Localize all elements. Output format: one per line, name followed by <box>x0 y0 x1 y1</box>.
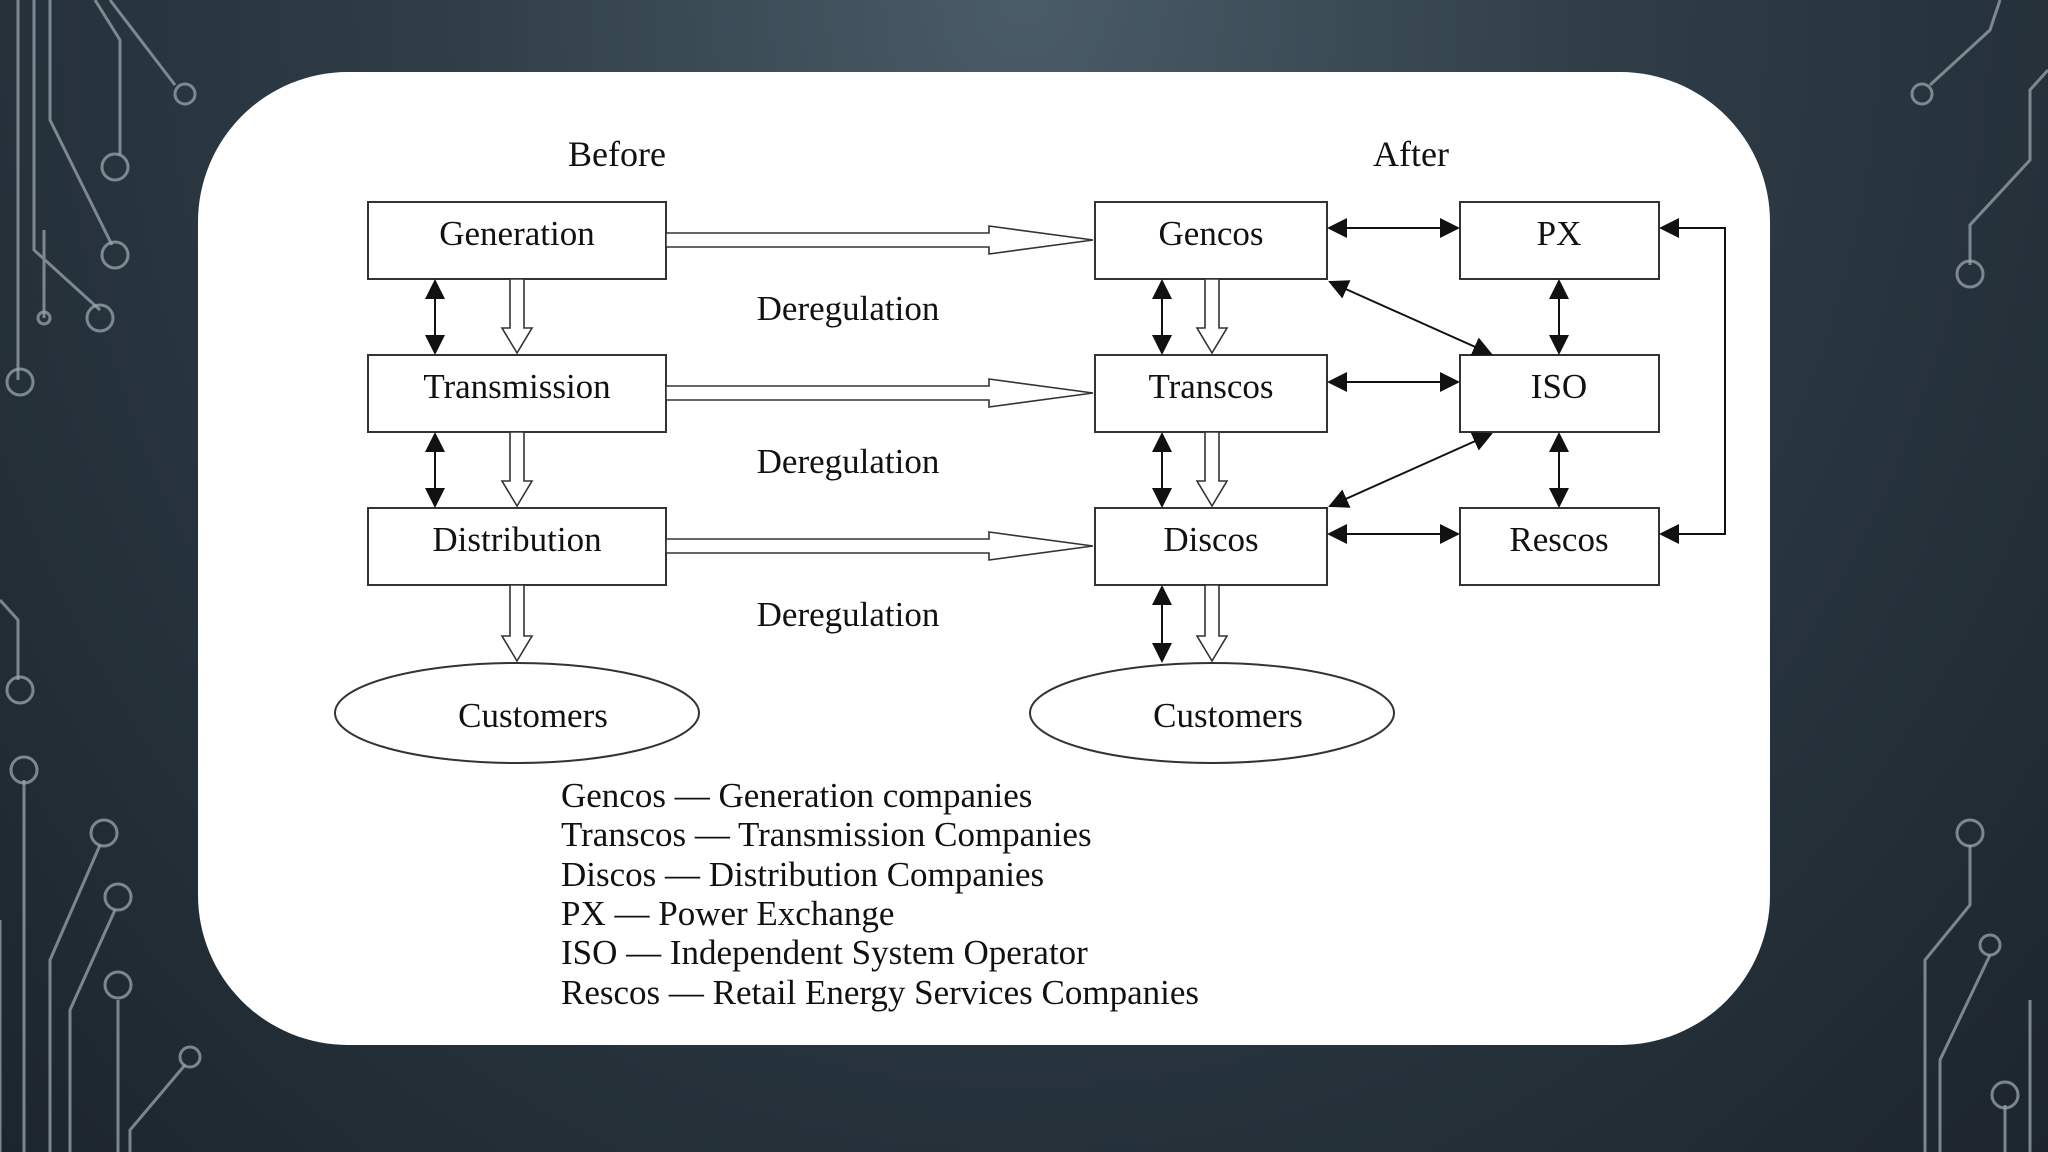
circuit-node <box>103 882 133 912</box>
node-gencos: Gencos <box>1094 201 1328 280</box>
legend-item-px: PX — Power Exchange <box>561 894 894 933</box>
legend-item-discos: Discos — Distribution Companies <box>561 855 1044 894</box>
node-generation: Generation <box>367 201 667 280</box>
node-customers-after-label: Customers <box>1153 696 1303 735</box>
circuit-node <box>100 152 130 182</box>
legend-item-gencos: Gencos — Generation companies <box>561 776 1032 815</box>
circuit-node <box>36 310 52 326</box>
node-transcos: Transcos <box>1094 354 1328 433</box>
circuit-trace <box>68 909 117 1152</box>
double-arrow-discos-iso <box>1328 432 1493 508</box>
hollow-down-arrow-transcos <box>1195 431 1229 508</box>
circuit-node <box>173 82 197 106</box>
circuit-node <box>85 303 115 333</box>
hollow-down-arrow-gencos <box>1195 278 1229 355</box>
circuit-node <box>1978 933 2002 957</box>
circuit-trace <box>1968 68 2048 265</box>
node-iso-label: ISO <box>1531 367 1587 406</box>
node-px-label: PX <box>1537 214 1582 253</box>
circuit-trace <box>93 0 122 155</box>
node-gencos-label: Gencos <box>1159 214 1264 253</box>
deregulation-label-3: Deregulation <box>757 595 940 634</box>
circuit-node <box>1990 1080 2020 1110</box>
heading-after: After <box>1373 134 1449 174</box>
legend-item-transcos: Transcos — Transmission Companies <box>561 815 1092 854</box>
hollow-down-arrow-transmission <box>500 431 534 508</box>
circuit-node <box>1910 82 1934 106</box>
circuit-trace <box>48 0 114 246</box>
node-transcos-label: Transcos <box>1148 367 1273 406</box>
hollow-arrow-transmission-transcos <box>665 378 1094 408</box>
legend: Gencos — Generation companies Transcos —… <box>561 776 1199 1012</box>
circuit-trace <box>48 844 102 1152</box>
circuit-node <box>89 818 119 848</box>
node-px: PX <box>1459 201 1660 280</box>
double-arrow-px-rescos <box>1659 218 1726 544</box>
circuit-node <box>1955 259 1985 289</box>
deregulation-label-2: Deregulation <box>757 442 940 481</box>
circuit-trace <box>1938 954 1992 1152</box>
double-arrow-gencos-iso <box>1328 280 1493 356</box>
node-discos-label: Discos <box>1163 520 1258 559</box>
legend-item-iso: ISO — Independent System Operator <box>561 933 1088 972</box>
circuit-node <box>5 367 35 397</box>
hollow-arrow-distribution-discos <box>665 531 1094 561</box>
circuit-trace <box>32 0 102 312</box>
hollow-arrow-generation-gencos <box>665 225 1094 255</box>
node-customers-before-label: Customers <box>458 696 608 735</box>
deregulation-label-1: Deregulation <box>757 289 940 328</box>
node-distribution: Distribution <box>367 507 667 586</box>
node-rescos-label: Rescos <box>1509 520 1608 559</box>
node-customers-after: Customers <box>1029 662 1395 764</box>
circuit-trace <box>128 1064 187 1152</box>
circuit-trace <box>108 0 177 86</box>
circuit-node <box>9 755 39 785</box>
node-transmission-label: Transmission <box>423 367 610 406</box>
circuit-node <box>100 240 130 270</box>
hollow-down-arrow-generation <box>500 278 534 355</box>
node-distribution-label: Distribution <box>432 520 601 559</box>
circuit-trace <box>0 598 20 680</box>
hollow-down-arrow-distribution <box>500 584 534 663</box>
node-iso: ISO <box>1459 354 1660 433</box>
node-customers-before: Customers <box>334 662 700 764</box>
circuit-node <box>5 675 35 705</box>
node-discos: Discos <box>1094 507 1328 586</box>
node-rescos: Rescos <box>1459 507 1660 586</box>
node-transmission: Transmission <box>367 354 667 433</box>
hollow-down-arrow-discos <box>1195 584 1229 663</box>
circuit-node <box>178 1045 202 1069</box>
heading-before: Before <box>568 134 666 174</box>
circuit-node <box>1955 818 1985 848</box>
circuit-trace <box>1928 0 2002 87</box>
node-generation-label: Generation <box>439 214 594 253</box>
circuit-node <box>103 970 133 1000</box>
legend-item-rescos: Rescos — Retail Energy Services Companie… <box>561 973 1199 1012</box>
circuit-trace <box>1923 845 1972 1152</box>
